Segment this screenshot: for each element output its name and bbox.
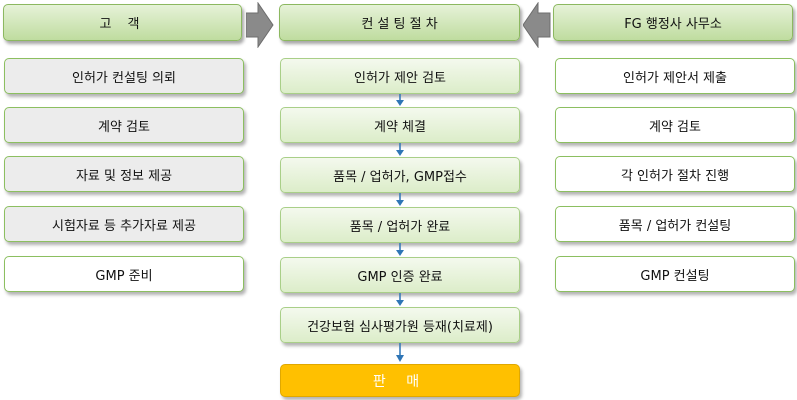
firm-step-2: 계약 검토 [555,107,795,143]
firm-step-4: 품목 / 업허가 컨설팅 [555,206,795,242]
flow-arrow-3 [396,193,404,206]
client-step-3: 자료 및 정보 제공 [4,156,244,192]
client-step-5: GMP 준비 [4,256,244,292]
firm-step-1: 인허가 제안서 제출 [555,58,795,94]
client-step-2: 계약 검토 [4,107,244,143]
header-client: 고 객 [3,4,242,41]
firm-step-5: GMP 컨설팅 [555,256,795,292]
process-step-4: 품목 / 업허가 완료 [280,207,520,243]
header-firm: FG 행정사 사무소 [553,4,793,41]
flow-arrow-4 [396,243,404,256]
client-step-1: 인허가 컨설팅 의뢰 [4,58,244,94]
process-step-5: GMP 인증 완료 [280,257,520,293]
process-step-6: 건강보험 심사평가원 등재(치료제) [280,307,520,343]
right-arrow-icon [246,2,274,48]
process-step-3: 품목 / 업허가, GMP접수 [280,157,520,193]
left-arrow-icon [523,2,551,48]
flow-arrow-1 [396,94,404,106]
flow-arrow-6 [396,343,404,362]
final-step-sale: 판 매 [280,364,520,397]
client-step-4: 시험자료 등 추가자료 제공 [4,206,244,242]
firm-step-3: 각 인허가 절차 진행 [555,156,795,192]
header-consulting: 컨 설 팅 절 차 [279,4,520,41]
flow-arrow-5 [396,293,404,306]
flow-arrow-2 [396,143,404,156]
process-step-1: 인허가 제안 검토 [280,58,520,94]
process-step-2: 계약 체결 [280,107,520,143]
